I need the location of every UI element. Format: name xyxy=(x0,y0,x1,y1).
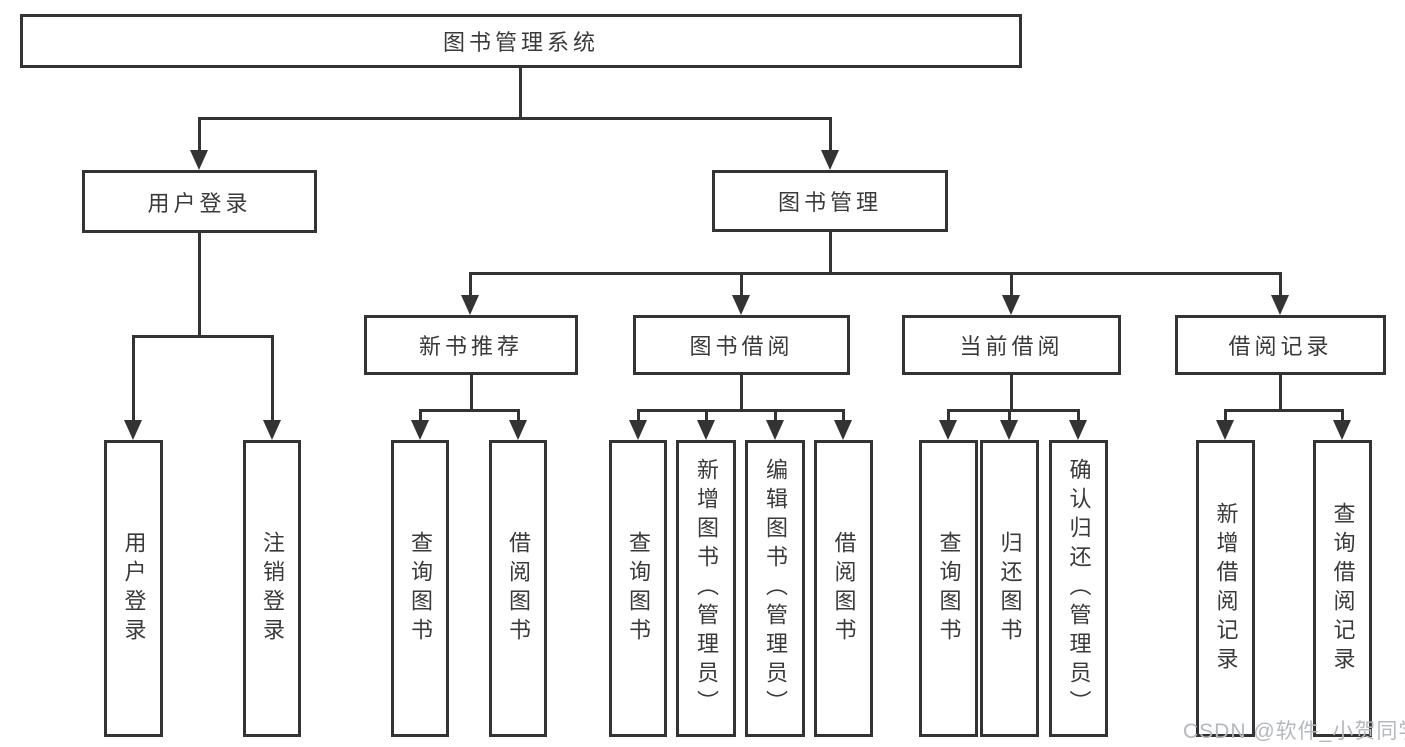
connector-line-vertical xyxy=(198,117,201,152)
connector-line-vertical xyxy=(829,117,832,152)
connector-line-horizontal xyxy=(132,335,274,338)
leaf-user-login: 用户登录 xyxy=(104,440,163,737)
connector-line-vertical xyxy=(637,409,640,422)
leaf-return-books: 归还图书 xyxy=(980,440,1039,737)
leaf-add-books-admin: 新增图书（管理员） xyxy=(676,440,736,737)
connector-line-vertical xyxy=(740,272,743,297)
node-root: 图书管理系统 xyxy=(20,14,1022,68)
connector-line-vertical xyxy=(419,409,422,422)
leaf-label: 查询借阅记录 xyxy=(1330,501,1356,676)
leaf-label: 借阅图书 xyxy=(506,530,531,647)
leaf-query-borrow-record: 查询借阅记录 xyxy=(1313,440,1372,737)
connector-arrowhead-down xyxy=(766,420,784,440)
connector-line-vertical xyxy=(271,335,274,422)
connector-line-horizontal xyxy=(469,272,1282,275)
connector-line-vertical xyxy=(1279,375,1282,409)
leaf-label: 编辑图书（管理员） xyxy=(763,458,788,719)
leaf-query-books-recommend: 查询图书 xyxy=(391,440,449,737)
leaf-add-borrow-record: 新增借阅记录 xyxy=(1196,440,1255,737)
node-user-login: 用户登录 xyxy=(82,170,317,233)
connector-arrowhead-down xyxy=(1216,420,1234,440)
connector-arrowhead-down xyxy=(124,420,142,440)
connector-line-vertical xyxy=(1341,409,1344,422)
connector-arrowhead-down xyxy=(732,295,750,315)
leaf-label: 借阅图书 xyxy=(831,530,857,647)
connector-arrowhead-down xyxy=(1002,295,1020,315)
connector-arrowhead-down xyxy=(190,150,208,170)
node-borrow-records: 借阅记录 xyxy=(1175,315,1386,375)
node-current-borrow: 当前借阅 xyxy=(902,315,1121,375)
connector-line-vertical xyxy=(1010,272,1013,297)
connector-arrowhead-down xyxy=(1271,295,1289,315)
connector-arrowhead-down xyxy=(461,295,479,315)
leaf-label: 归还图书 xyxy=(997,530,1023,647)
connector-line-vertical xyxy=(774,409,777,422)
connector-line-vertical xyxy=(517,409,520,422)
leaf-label: 新增图书（管理员） xyxy=(694,458,719,719)
leaf-label: 查询图书 xyxy=(626,530,651,647)
watermark: CSDN @软件_小贺同学 xyxy=(1183,720,1405,743)
connector-line-vertical xyxy=(705,409,708,422)
leaf-borrow-books-recommend: 借阅图书 xyxy=(489,440,547,737)
leaf-label: 新增借阅记录 xyxy=(1213,501,1239,676)
leaf-label: 确认归还（管理员） xyxy=(1066,458,1092,719)
connector-line-vertical xyxy=(829,232,832,272)
connector-line-vertical xyxy=(740,375,743,409)
leaf-label: 查询图书 xyxy=(408,530,433,647)
connector-line-horizontal xyxy=(947,409,1080,412)
connector-line-horizontal xyxy=(1224,409,1344,412)
connector-arrowhead-down xyxy=(1069,420,1087,440)
connector-line-vertical xyxy=(132,335,135,422)
connector-arrowhead-down xyxy=(1333,420,1351,440)
node-book-management: 图书管理 xyxy=(712,170,948,232)
leaf-label: 用户登录 xyxy=(121,530,147,647)
connector-line-horizontal xyxy=(419,409,520,412)
connector-arrowhead-down xyxy=(939,420,957,440)
connector-line-vertical xyxy=(519,68,522,117)
connector-line-vertical xyxy=(947,409,950,422)
connector-line-vertical xyxy=(1224,409,1227,422)
connector-arrowhead-down xyxy=(509,420,527,440)
leaf-query-books-current: 查询图书 xyxy=(919,440,978,737)
connector-line-vertical xyxy=(1077,409,1080,422)
connector-arrowhead-down xyxy=(697,420,715,440)
connector-arrowhead-down xyxy=(821,150,839,170)
leaf-label: 查询图书 xyxy=(936,530,962,647)
connector-arrowhead-down xyxy=(629,420,647,440)
connector-line-vertical xyxy=(842,409,845,422)
connector-line-horizontal xyxy=(637,409,845,412)
leaf-query-books-borrow: 查询图书 xyxy=(609,440,667,737)
connector-arrowhead-down xyxy=(411,420,429,440)
connector-line-vertical xyxy=(1279,272,1282,297)
connector-line-vertical xyxy=(1010,375,1013,409)
leaf-edit-books-admin: 编辑图书（管理员） xyxy=(745,440,805,737)
connector-line-vertical xyxy=(470,375,473,409)
leaf-logout: 注销登录 xyxy=(243,440,301,737)
connector-arrowhead-down xyxy=(1000,420,1018,440)
node-new-book-recommend: 新书推荐 xyxy=(364,315,578,375)
connector-line-vertical xyxy=(469,272,472,297)
leaf-confirm-return-admin: 确认归还（管理员） xyxy=(1049,440,1108,737)
connector-line-vertical xyxy=(1008,409,1011,422)
connector-line-vertical xyxy=(198,233,201,335)
leaf-borrow-books: 借阅图书 xyxy=(814,440,873,737)
connector-arrowhead-down xyxy=(834,420,852,440)
connector-arrowhead-down xyxy=(263,420,281,440)
node-book-borrow: 图书借阅 xyxy=(633,315,850,375)
leaf-label: 注销登录 xyxy=(260,530,285,647)
connector-line-horizontal xyxy=(198,117,832,120)
